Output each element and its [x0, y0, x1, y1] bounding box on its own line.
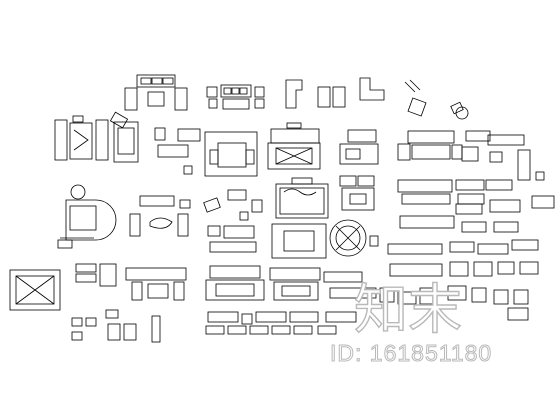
sofa-set-coffee-table — [154, 127, 258, 177]
sofa-sets-bottom-middle — [205, 265, 377, 301]
sofa-set-right — [339, 129, 379, 165]
sofa-pieces-angled — [203, 189, 263, 221]
sofa-set-center — [267, 122, 321, 170]
corner-sofa — [285, 77, 469, 120]
watermark-logo-text: 知末 — [354, 278, 462, 338]
watermark-logo: 知末 — [353, 277, 462, 338]
curved-sofa-set — [57, 184, 117, 249]
sofa-rows-lower-right — [387, 239, 539, 277]
sofa-row-icons — [206, 84, 265, 110]
sofa-set-kidney-table — [129, 195, 191, 237]
sofa-set-bottom-left — [9, 263, 187, 311]
sofa-rows-right — [397, 179, 555, 233]
small-pieces-bottom — [71, 309, 357, 343]
sofa-set-ornate — [275, 175, 375, 219]
sofa-set-far-right — [397, 130, 545, 181]
small-pieces-right — [379, 285, 529, 321]
sofa-set-u-shape — [124, 74, 188, 111]
sofa-set-vertical-left — [54, 111, 139, 163]
watermark-id: ID: 161851180 — [329, 340, 493, 367]
sofa-sets-lower-middle — [207, 219, 379, 259]
